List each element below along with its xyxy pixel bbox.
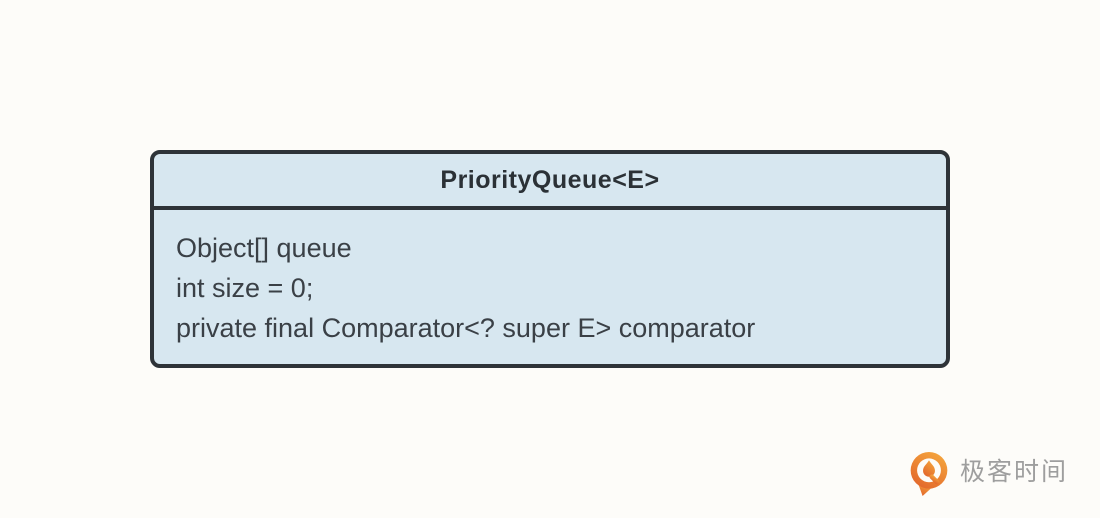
geektime-logo-icon: [910, 452, 948, 496]
geektime-logo: 极客时间: [907, 450, 1068, 498]
class-box-attributes: Object[] queue int size = 0; private fin…: [154, 210, 946, 366]
attribute-line: int size = 0;: [176, 273, 314, 303]
attribute-line: Object[] queue: [176, 233, 352, 263]
uml-class-box: PriorityQueue<E> Object[] queue int size…: [150, 150, 950, 368]
class-box-header: PriorityQueue<E>: [154, 154, 946, 210]
geektime-logo-text: 极客时间: [959, 457, 1068, 486]
class-title: PriorityQueue<E>: [440, 165, 660, 194]
attribute-line: private final Comparator<? super E> comp…: [176, 313, 756, 343]
